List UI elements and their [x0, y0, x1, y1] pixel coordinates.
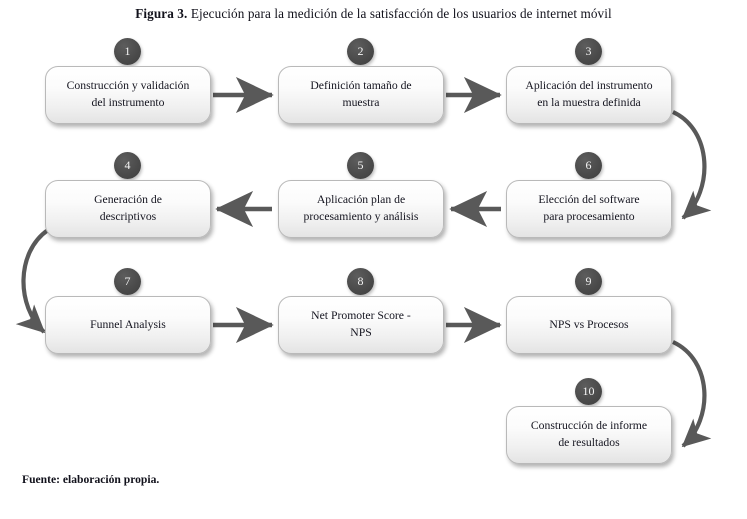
flow-node-5-label: Aplicación plan de procesamiento y análi… — [303, 193, 419, 223]
flow-node-8[interactable]: Net Promoter Score - NPS — [278, 296, 444, 354]
step-badge-9: 9 — [575, 268, 602, 295]
step-badge-3: 3 — [575, 38, 602, 65]
step-badge-10: 10 — [575, 378, 602, 405]
flow-node-1-label: Construcción y validación del instrument… — [66, 79, 190, 109]
step-badge-2: 2 — [347, 38, 374, 65]
step-badge-4: 4 — [114, 152, 141, 179]
flow-node-10[interactable]: Construcción de informe de resultados — [506, 406, 672, 464]
arrow-9-to-10 — [672, 340, 712, 448]
page-title: Figura 3. Ejecución para la medición de … — [0, 6, 747, 22]
flow-node-4[interactable]: Generación de descriptivos — [45, 180, 211, 238]
flow-node-9-label: NPS vs Procesos — [549, 317, 629, 331]
arrow-3-to-6 — [672, 110, 712, 220]
step-badge-7: 7 — [114, 268, 141, 295]
flow-node-4-label: Generación de descriptivos — [94, 193, 162, 223]
step-badge-6: 6 — [575, 152, 602, 179]
step-badge-5: 5 — [347, 152, 374, 179]
flow-node-2-label: Definición tamaño de muestra — [310, 79, 412, 109]
flow-node-5[interactable]: Aplicación plan de procesamiento y análi… — [278, 180, 444, 238]
figure-label: Figura 3. — [135, 6, 188, 21]
arrow-4-to-7 — [15, 228, 50, 334]
flow-node-8-label: Net Promoter Score - NPS — [311, 309, 411, 339]
step-badge-8: 8 — [347, 268, 374, 295]
figure-caption: Ejecución para la medición de la satisfa… — [190, 6, 612, 21]
flow-node-6-label: Elección del software para procesamiento — [538, 193, 640, 223]
flow-node-3-label: Aplicación del instrumento en la muestra… — [525, 79, 653, 109]
flow-node-7-label: Funnel Analysis — [90, 317, 166, 331]
step-badge-1: 1 — [114, 38, 141, 65]
flow-node-7[interactable]: Funnel Analysis — [45, 296, 211, 354]
source-note: Fuente: elaboración propia. — [22, 473, 160, 486]
flow-node-6[interactable]: Elección del software para procesamiento — [506, 180, 672, 238]
flow-node-3[interactable]: Aplicación del instrumento en la muestra… — [506, 66, 672, 124]
flow-node-1[interactable]: Construcción y validación del instrument… — [45, 66, 211, 124]
flow-node-10-label: Construcción de informe de resultados — [530, 419, 648, 449]
flow-node-2[interactable]: Definición tamaño de muestra — [278, 66, 444, 124]
flow-node-9[interactable]: NPS vs Procesos — [506, 296, 672, 354]
